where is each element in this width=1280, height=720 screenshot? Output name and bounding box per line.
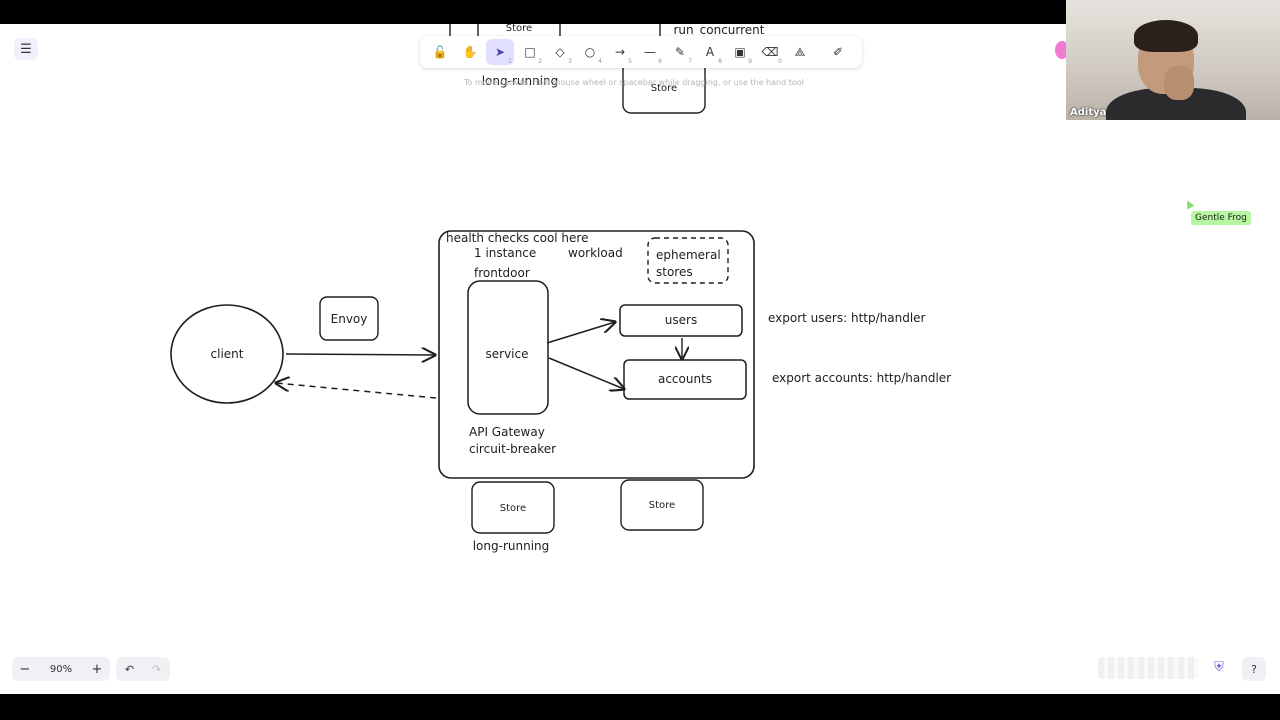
zoom-in-button[interactable]: + [91, 661, 103, 677]
store-bottom-left-box[interactable] [471, 481, 555, 534]
service-label: service [486, 347, 529, 361]
pencil-icon: ✎ [674, 45, 686, 59]
client-ellipse[interactable] [170, 304, 284, 404]
tool-eraser-button[interactable]: ⌫0 [756, 39, 784, 65]
help-icon: ? [1251, 662, 1257, 676]
instance-label: 1 instance [474, 246, 536, 260]
image-icon: ▣ [734, 45, 746, 59]
store-bottom-left-label: Store [500, 503, 526, 514]
arrow-icon: → [614, 45, 626, 59]
envoy-box[interactable] [319, 296, 379, 341]
collaborator-cursor-label: Gentle Frog [1191, 211, 1251, 225]
run-concurrent-label: run_concurrent [674, 23, 765, 37]
store-top-left-shape[interactable] [449, 24, 561, 36]
diamond-icon: ◇ [555, 45, 565, 59]
screen-bottom-bar [0, 694, 1280, 720]
export-accounts-label: export accounts: http/handler [772, 371, 951, 385]
service-to-users-arrow[interactable] [546, 322, 615, 344]
pointer-icon: ➤ [494, 45, 506, 59]
lock-icon: 🔓 [432, 45, 448, 59]
tool-image-button[interactable]: ▣9 [726, 39, 754, 65]
hamburger-icon: ☰ [20, 41, 32, 57]
tool-more-button[interactable]: ⟁ [786, 39, 814, 65]
blurred-status-area [1098, 657, 1198, 679]
collaborator-avatar[interactable] [1055, 41, 1069, 59]
ellipse-icon: ○ [584, 45, 596, 59]
participant-name: Aditya [1070, 107, 1107, 118]
shapes-icon: ⟁ [794, 44, 806, 59]
gateway-label-line2: circuit-breaker [469, 442, 556, 456]
shield-icon[interactable]: ⛨ [1214, 660, 1224, 675]
line-icon: — [644, 45, 656, 59]
hand-icon: ✋ [462, 45, 478, 59]
history-controls: ↶ ↷ [116, 657, 170, 681]
tool-shortcut-key: 7 [688, 58, 692, 65]
response-arrow[interactable] [276, 383, 437, 399]
rectangle-icon: □ [524, 45, 536, 59]
users-box[interactable] [619, 304, 743, 337]
tool-shortcut-key: 5 [628, 58, 632, 65]
store-top-label: Store [651, 83, 677, 94]
tool-diamond-button[interactable]: ◇3 [546, 39, 574, 65]
main-menu-button[interactable]: ☰ [14, 38, 38, 60]
tool-arrow-button[interactable]: →5 [606, 39, 634, 65]
redo-button[interactable]: ↷ [151, 662, 162, 676]
text-icon: A [705, 45, 715, 59]
tool-lock-button[interactable]: 🔓 [426, 39, 454, 65]
video-feed: Aditya [1066, 0, 1280, 120]
service-box[interactable] [467, 280, 549, 415]
participant-hair [1134, 20, 1198, 52]
tool-hand-button[interactable]: ✋ [456, 39, 484, 65]
store-top-left-label: Store [506, 23, 532, 34]
gateway-label-line1: API Gateway [469, 425, 545, 439]
tool-library-button[interactable]: ✐ [824, 39, 852, 65]
users-label: users [665, 313, 697, 327]
eraser-icon: ⌫ [761, 45, 779, 59]
tool-shortcut-key: 0 [778, 58, 782, 65]
tool-shortcut-key: 2 [538, 58, 542, 65]
undo-button[interactable]: ↶ [124, 662, 135, 676]
accounts-label: accounts [658, 372, 712, 386]
tool-shortcut-key: 8 [718, 58, 722, 65]
ephemeral-stores-box[interactable] [647, 237, 729, 284]
long-running-bottom-label: long-running [473, 539, 550, 553]
tool-draw-button[interactable]: ✎7 [666, 39, 694, 65]
long-running-top-label: long-running [482, 74, 559, 88]
tool-shortcut-key: 4 [598, 58, 602, 65]
zoom-controls: − 90% + [12, 657, 110, 681]
participant-hand [1164, 66, 1194, 100]
ephemeral-label-line2: stores [656, 265, 693, 279]
zoom-out-button[interactable]: − [19, 661, 31, 677]
tool-selection-button[interactable]: ➤1 [486, 39, 514, 65]
tool-rectangle-button[interactable]: □2 [516, 39, 544, 65]
library-icon: ✐ [832, 45, 844, 59]
tool-line-button[interactable]: —6 [636, 39, 664, 65]
ephemeral-label-line1: ephemeral [656, 248, 721, 262]
service-to-accounts-arrow[interactable] [548, 357, 624, 389]
envoy-label: Envoy [331, 312, 368, 326]
gateway-container[interactable] [438, 230, 755, 479]
container-title: health checks cool here [446, 231, 588, 245]
frontdoor-label: frontdoor [474, 266, 530, 280]
help-button[interactable]: ? [1242, 657, 1266, 681]
client-label: client [211, 347, 244, 361]
store-bottom-right-label: Store [649, 500, 675, 511]
workload-label: workload [568, 246, 623, 260]
tool-shortcut-key: 3 [568, 58, 572, 65]
tool-shortcut-key: 9 [748, 58, 752, 65]
tool-shortcut-key: 6 [658, 58, 662, 65]
canvas-hint: To move canvas, hold mouse wheel or spac… [464, 78, 804, 87]
zoom-reset-button[interactable]: 90% [49, 663, 73, 675]
tool-shortcut-key: 1 [508, 58, 512, 65]
store-bottom-right-box[interactable] [620, 479, 704, 531]
export-users-label: export users: http/handler [768, 311, 926, 325]
request-arrow[interactable] [285, 354, 435, 355]
tool-ellipse-button[interactable]: ○4 [576, 39, 604, 65]
